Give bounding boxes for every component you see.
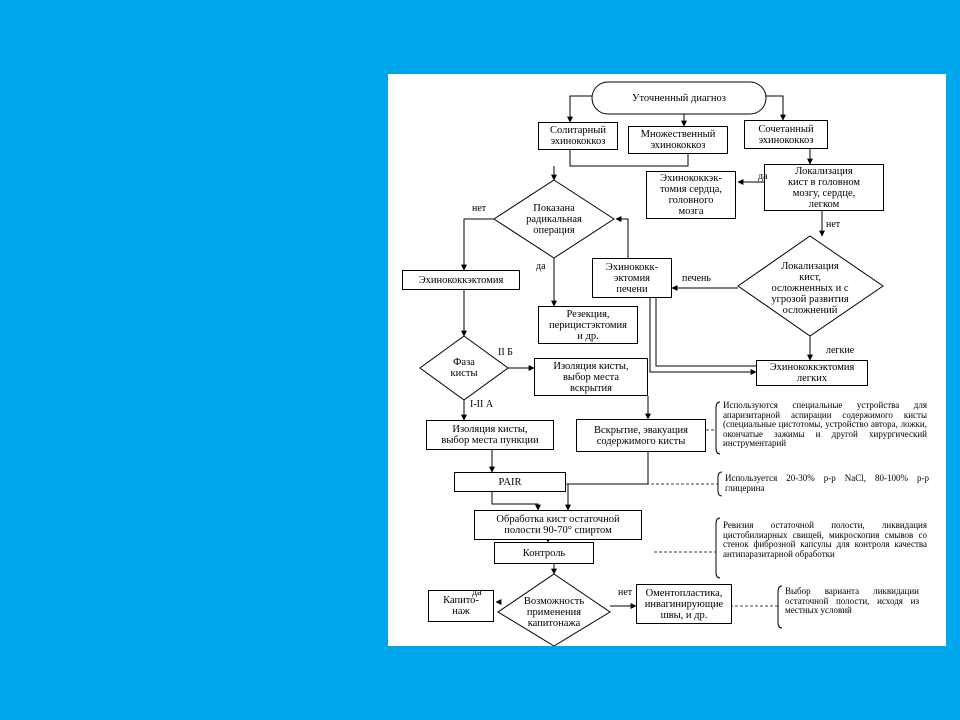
pair-procedure: PAIR xyxy=(454,472,566,492)
label-no-brain: нет xyxy=(826,219,841,230)
isolation-puncture-site: Изоляция кисты, выбор места пункции xyxy=(426,420,554,450)
flowchart-panel: Уточненный диагноз Солитарный эхинококко… xyxy=(388,74,946,646)
note-revision: Ревизия остаточной полости, ликвидация ц… xyxy=(723,520,927,559)
radical-operation-decision: Показана радикальная операция xyxy=(526,202,582,236)
note-aspiration-devices: Используются специальные устройства для … xyxy=(723,400,927,448)
capitonnage: Капито- наж xyxy=(428,590,494,622)
label-lungs: легкие xyxy=(826,345,855,356)
alcohol-treatment: Обработка кист остаточной полости 90-70°… xyxy=(474,510,642,540)
label-yes-capitonnage: да xyxy=(472,587,482,598)
connector-lines xyxy=(419,81,884,646)
isolation-opening-site: Изоляция кисты, выбор места вскрытия xyxy=(534,358,648,396)
label-no-capitonnage: нет xyxy=(618,587,633,598)
resection-pericystectomy: Резекция, перицистэктомия и др. xyxy=(538,306,638,344)
start-node: Уточненный диагноз xyxy=(632,92,726,104)
complicated-localization-decision: Локализация кист, осложненных и с угрозо… xyxy=(771,260,849,316)
brain-heart-lung-localization: Локализация кист в головном мозгу, сердц… xyxy=(764,164,884,211)
heart-brain-ectomy: Эхинококкэк- томия сердца, головного моз… xyxy=(646,171,736,219)
solitary-echinococcosis: Солитарный эхинококкоз xyxy=(538,122,618,150)
label-yes-brain: да xyxy=(758,171,768,182)
label-no-radical: нет xyxy=(472,203,487,214)
control: Контроль xyxy=(494,542,594,564)
label-yes-radical: да xyxy=(536,261,546,272)
combined-echinococcosis: Сочетанный эхинококкоз xyxy=(744,120,828,149)
note-choice: Выбор варианта ликвидации остаточной пол… xyxy=(785,586,919,615)
label-phase-1-2a: I-II А xyxy=(470,399,494,410)
note-solutions: Используется 20-30% р-р NaCl, 80-100% р-… xyxy=(725,473,929,493)
capitonnage-possibility-decision: Возможность применения капитонажа xyxy=(523,595,585,629)
cyst-phase-decision: Фаза кисты xyxy=(450,357,478,379)
lung-echinococcectomy: Эхинококкэктомия легких xyxy=(756,360,868,386)
liver-echinococcectomy: Эхинококк- эктомия печени xyxy=(592,258,672,298)
omentoplasty: Оментопластика, инвагинирующие швы, и др… xyxy=(636,584,732,624)
label-phase-2b: II Б xyxy=(498,347,513,358)
opening-evacuation: Вскрытие, эвакуация содержимого кисты xyxy=(576,419,706,452)
echinococcectomy: Эхинококкэктомия xyxy=(402,270,520,290)
multiple-echinococcosis: Множественный эхинококкоз xyxy=(628,126,728,154)
label-liver: печень xyxy=(682,273,711,284)
